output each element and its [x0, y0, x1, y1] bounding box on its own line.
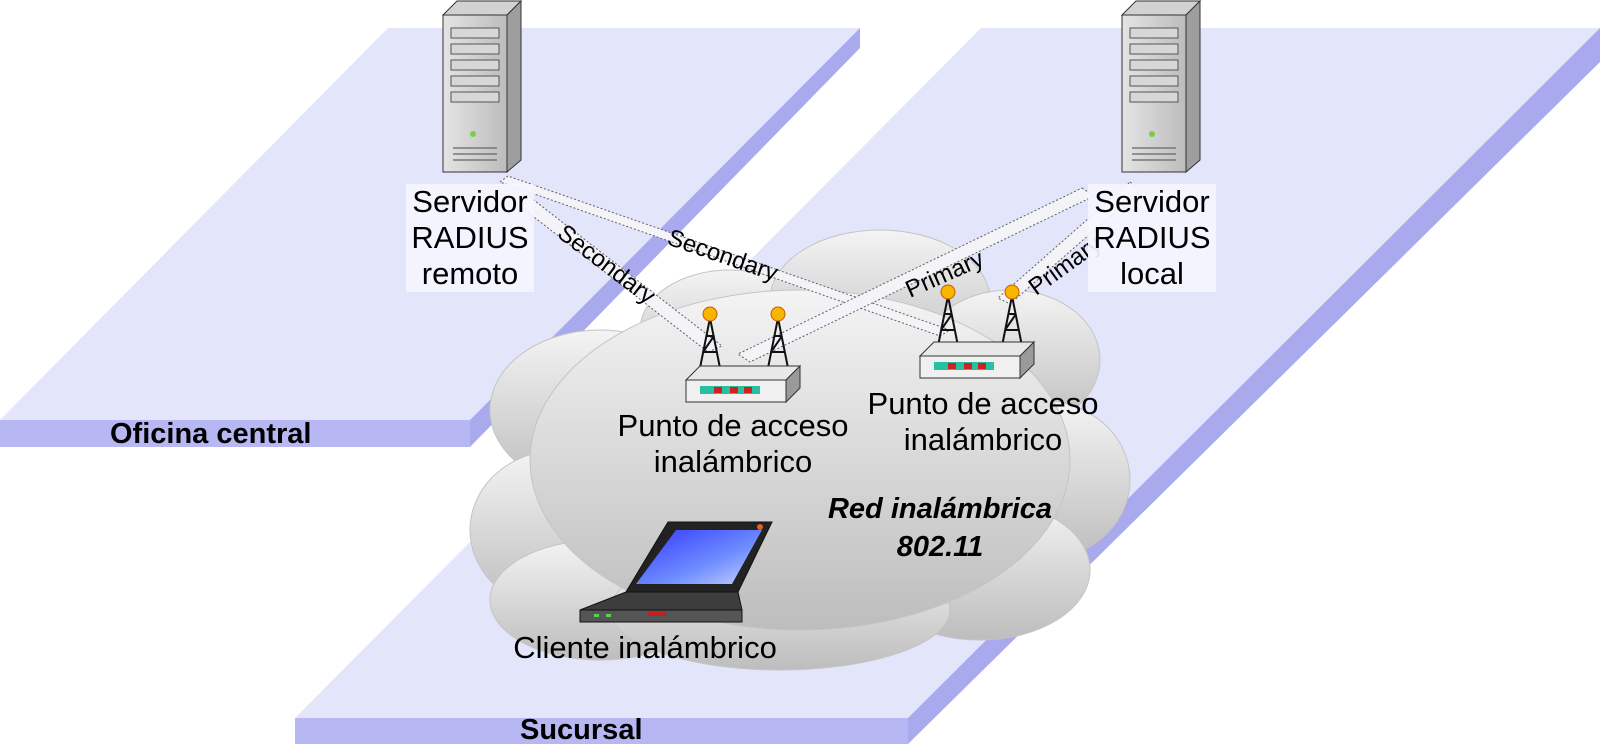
local-server-label: Servidor RADIUS local [1088, 184, 1216, 292]
local-server-label-line3: local [1120, 256, 1184, 291]
left-ap-label-line1: Punto de acceso [617, 408, 849, 443]
local-server-icon [1120, 0, 1202, 174]
link-remote-left-ap [511, 193, 723, 353]
remote-server-label: Servidor RADIUS remoto [406, 184, 534, 292]
branch-office-label: Sucursal [520, 714, 643, 746]
right-ap-label-line1: Punto de acceso [867, 386, 1099, 421]
left-access-point-label: Punto de acceso inalámbrico [598, 408, 868, 480]
link-remote-right-ap [498, 175, 952, 337]
left-access-point-icon [684, 306, 802, 404]
local-server-label-line1: Servidor [1094, 184, 1210, 219]
wireless-network-label: Red inalámbrica 802.11 [800, 490, 1080, 566]
remote-server-icon [441, 0, 523, 174]
right-access-point-label: Punto de acceso inalámbrico [848, 386, 1118, 458]
right-access-point-icon [918, 284, 1036, 380]
remote-server-label-line1: Servidor [412, 184, 528, 219]
left-ap-label-line2: inalámbrico [653, 444, 813, 479]
laptop-icon [579, 521, 773, 623]
remote-server-label-line2: RADIUS [411, 220, 529, 255]
wireless-network-label-line2: 802.11 [896, 531, 984, 563]
central-office-label: Oficina central [110, 418, 312, 450]
remote-server-label-line3: remoto [421, 256, 519, 291]
right-ap-label-line2: inalámbrico [903, 422, 1063, 457]
wireless-network-label-line1: Red inalámbrica [827, 493, 1053, 525]
local-server-label-line2: RADIUS [1093, 220, 1211, 255]
client-label: Cliente inalámbrico [513, 630, 777, 665]
